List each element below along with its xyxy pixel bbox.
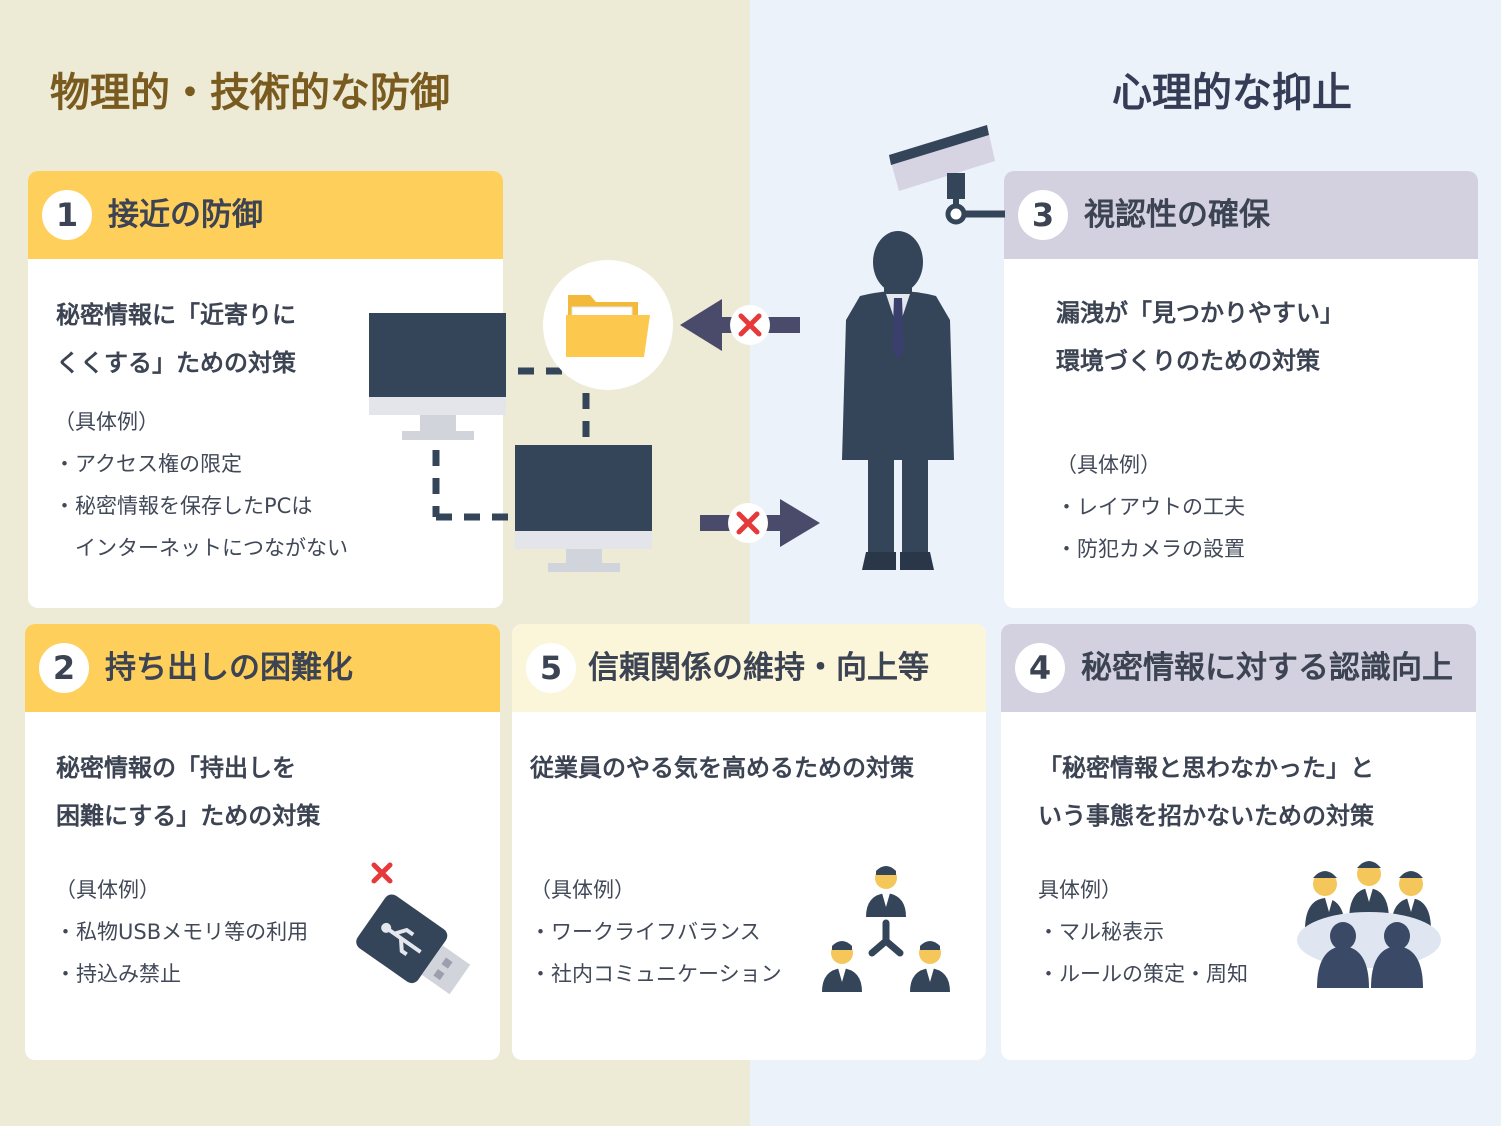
lead-line: くくする」ための対策: [56, 349, 296, 377]
desktop-computer-icon: [369, 313, 506, 440]
card-header: 5 信頼関係の維持・向上等: [512, 624, 986, 712]
card-lead-text: 秘密情報の「持出しを 困難にする」ための対策: [56, 744, 320, 840]
desktop-computer-icon: [515, 445, 652, 572]
example-item: ・ルールの策定・周知: [1038, 962, 1248, 986]
card-header: 2 持ち出しの困難化: [25, 624, 500, 712]
example-item: ・秘密情報を保存したPCは: [54, 494, 313, 518]
example-item: ・ワークライフバランス: [530, 920, 761, 944]
card-number-badge: 5: [526, 643, 576, 693]
card-title: 秘密情報に対する認識向上: [1081, 650, 1453, 686]
lead-line: 秘密情報に「近寄りに: [56, 301, 296, 329]
lead-line: 環境づくりのための対策: [1056, 347, 1320, 375]
example-item: ・防犯カメラの設置: [1056, 537, 1245, 561]
example-item: ・持込み禁止: [55, 962, 181, 986]
card-trust-relationship: 5 信頼関係の維持・向上等 従業員のやる気を高めるための対策 （具体例） ・ワー…: [512, 624, 986, 1060]
example-item: ・社内コミュニケーション: [530, 962, 782, 986]
meeting-group-icon: [1297, 861, 1441, 988]
network-illustration: [369, 260, 820, 572]
example-item: ・アクセス権の限定: [54, 452, 242, 476]
card-header: 3 視認性の確保: [1004, 171, 1478, 259]
card-examples: （具体例） ・ワークライフバランス ・社内コミュニケーション: [530, 869, 782, 995]
lead-line: 「秘密情報と思わなかった」と: [1038, 754, 1374, 782]
card-lead-text: 従業員のやる気を高めるための対策: [530, 744, 914, 792]
person-icon: [822, 941, 862, 992]
examples-heading: （具体例）: [1056, 453, 1161, 477]
lead-line: 漏洩が「見つかりやすい」: [1056, 299, 1344, 327]
examples-heading: （具体例）: [54, 410, 159, 434]
card-number-badge: 4: [1015, 643, 1065, 693]
card-awareness: 4 秘密情報に対する認識向上 「秘密情報と思わなかった」と いう事態を招かないた…: [1001, 624, 1476, 1060]
usb-drive-icon: [356, 862, 471, 995]
psychological-deterrence-title: 心理的な抑止: [1112, 70, 1352, 116]
examples-heading: 具体例）: [1038, 878, 1122, 902]
card-lead-text: 「秘密情報と思わなかった」と いう事態を招かないための対策: [1038, 744, 1374, 840]
businessman-silhouette-icon: [842, 231, 954, 570]
example-item: ・私物USBメモリ等の利用: [55, 920, 309, 944]
card-visibility: 3 視認性の確保 漏洩が「見つかりやすい」 環境づくりのための対策 （具体例） …: [1004, 171, 1478, 608]
lead-line: 困難にする」ための対策: [56, 802, 321, 830]
blocked-arrow-icon: [700, 499, 820, 547]
card-examples: （具体例） ・アクセス権の限定 ・秘密情報を保存したPCは インターネットにつな…: [54, 401, 348, 569]
card-title: 接近の防御: [108, 197, 263, 233]
card-examples: （具体例） ・私物USBメモリ等の利用 ・持込み禁止: [55, 869, 308, 995]
card-takeout-difficulty: 2 持ち出しの困難化 秘密情報の「持出しを 困難にする」ための対策 （具体例） …: [25, 624, 500, 1060]
blocked-arrow-icon: [680, 299, 800, 351]
card-number-badge: 3: [1018, 190, 1068, 240]
example-item: インターネットにつながない: [54, 536, 348, 560]
security-camera-icon: [889, 125, 1005, 225]
card-examples: （具体例） ・レイアウトの工夫 ・防犯カメラの設置: [1056, 444, 1245, 570]
team-network-icon: [822, 866, 950, 992]
card-lead-text: 秘密情報に「近寄りに くくする」ための対策: [56, 291, 296, 387]
lead-line: いう事態を招かないための対策: [1038, 802, 1374, 830]
card-number-badge: 2: [39, 643, 89, 693]
card-title: 視認性の確保: [1084, 197, 1270, 233]
dashed-connector-icon: [432, 367, 590, 521]
person-icon: [910, 941, 950, 992]
example-item: ・マル秘表示: [1038, 920, 1164, 944]
card-title: 信頼関係の維持・向上等: [588, 650, 929, 686]
examples-heading: （具体例）: [530, 878, 635, 902]
lead-line: 従業員のやる気を高めるための対策: [530, 754, 914, 782]
card-title: 持ち出しの困難化: [105, 650, 353, 686]
folder-icon: [543, 260, 673, 390]
lead-line: 秘密情報の「持出しを: [56, 754, 296, 782]
examples-heading: （具体例）: [55, 878, 160, 902]
card-header: 4 秘密情報に対する認識向上: [1001, 624, 1476, 712]
card-examples: 具体例） ・マル秘表示 ・ルールの策定・周知: [1038, 869, 1248, 995]
physical-defense-title: 物理的・技術的な防御: [50, 70, 450, 116]
card-number-badge: 1: [42, 190, 92, 240]
card-header: 1 接近の防御: [28, 171, 503, 259]
person-icon: [866, 866, 906, 917]
example-item: ・レイアウトの工夫: [1056, 495, 1245, 519]
card-lead-text: 漏洩が「見つかりやすい」 環境づくりのための対策: [1056, 289, 1344, 385]
